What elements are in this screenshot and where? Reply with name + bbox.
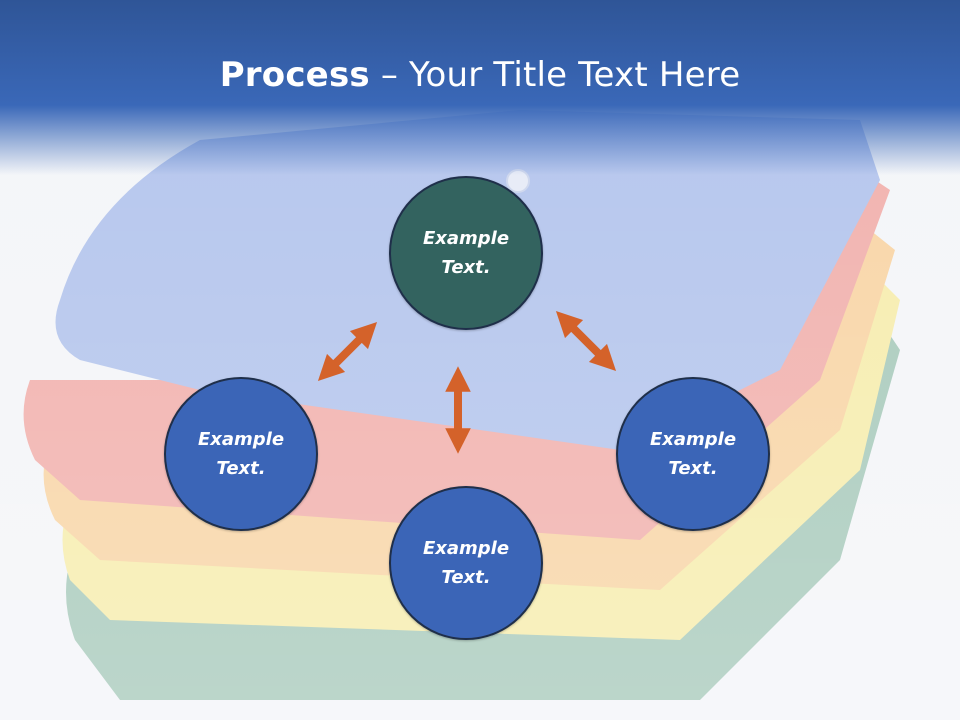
title-rest-part: – Your Title Text Here bbox=[369, 55, 741, 95]
process-node-right[interactable]: Example Text. bbox=[616, 377, 770, 531]
process-node-bottom[interactable]: Example Text. bbox=[389, 486, 543, 640]
process-node-top[interactable]: Example Text. bbox=[389, 176, 543, 330]
arrow-left-top bbox=[317, 321, 378, 382]
arrow-top-right bbox=[555, 310, 617, 372]
slide-title: Process – Your Title Text Here bbox=[0, 52, 960, 98]
process-node-left-label: Example Text. bbox=[197, 429, 285, 479]
process-node-left[interactable]: Example Text. bbox=[164, 377, 318, 531]
process-node-right-label: Example Text. bbox=[649, 429, 737, 479]
title-banner bbox=[0, 0, 960, 175]
process-node-bottom-label: Example Text. bbox=[422, 538, 510, 588]
process-node-top-label: Example Text. bbox=[422, 228, 510, 278]
title-bold-part: Process bbox=[219, 55, 370, 95]
